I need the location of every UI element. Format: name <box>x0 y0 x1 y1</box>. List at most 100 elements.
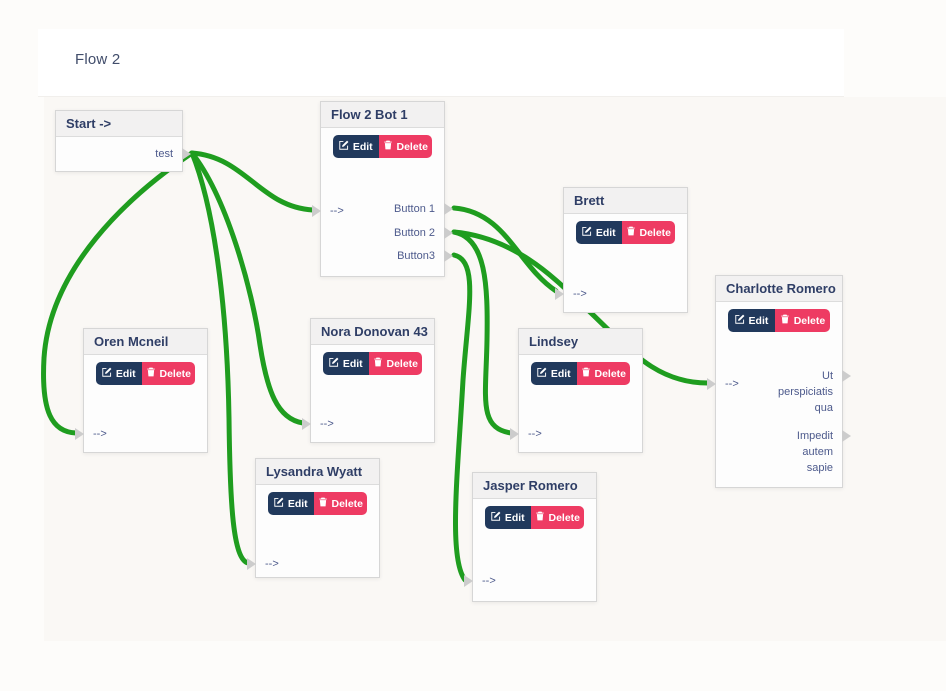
output-row: Impedit autem sapie <box>716 428 851 474</box>
trash-icon <box>581 367 591 380</box>
output-port[interactable] <box>842 430 851 442</box>
edit-button[interactable]: Edit <box>268 492 314 515</box>
node-title: Lindsey <box>519 329 642 355</box>
node-actions: Edit Delete <box>96 362 195 385</box>
trash-icon <box>146 367 156 380</box>
connection-bot1.button2-lindsey.in[interactable] <box>451 229 514 436</box>
node-title: Flow 2 Bot 1 <box>321 102 444 128</box>
edit-button[interactable]: Edit <box>323 352 369 375</box>
delete-button[interactable]: Delete <box>368 352 422 375</box>
delete-button[interactable]: Delete <box>313 492 367 515</box>
pencil-square-icon <box>734 314 745 327</box>
node-title: Lysandra Wyatt <box>256 459 379 485</box>
pencil-square-icon <box>274 497 284 510</box>
pencil-square-icon <box>491 511 501 524</box>
node-title: Oren Mcneil <box>84 329 207 355</box>
edit-button-label: Edit <box>504 511 525 524</box>
edit-button-label: Edit <box>287 497 308 510</box>
pencil-square-icon <box>102 367 112 380</box>
output-row: Ut perspiciatis qua <box>716 368 851 414</box>
output-label: Button 1 <box>394 203 435 215</box>
edit-button[interactable]: Edit <box>333 135 379 158</box>
input-row: --> <box>464 573 596 589</box>
delete-button[interactable]: Delete <box>530 506 584 529</box>
delete-button[interactable]: Delete <box>576 362 630 385</box>
node-bot1[interactable]: Flow 2 Bot 1 Edit Delete -->Button 1 Button … <box>312 101 453 277</box>
edit-button-label: Edit <box>352 140 373 153</box>
input-port[interactable] <box>75 428 84 440</box>
edit-button-label: Edit <box>595 226 616 239</box>
output-port[interactable] <box>182 148 191 160</box>
input-port[interactable] <box>510 428 519 440</box>
node-actions: Edit Delete <box>485 506 584 529</box>
output-port[interactable] <box>444 227 453 239</box>
delete-button-label: Delete <box>639 226 672 239</box>
output-port[interactable] <box>444 250 453 262</box>
edit-button[interactable]: Edit <box>576 221 622 244</box>
input-label: --> <box>265 558 279 570</box>
input-label: --> <box>725 378 739 390</box>
connection-start.test-nora.in[interactable] <box>189 150 306 426</box>
delete-button-label: Delete <box>396 140 429 153</box>
input-row: --> <box>75 426 207 442</box>
node-start[interactable]: Start ->test <box>55 110 191 172</box>
delete-button[interactable]: Delete <box>141 362 195 385</box>
output-label: Button 2 <box>394 227 435 239</box>
output-row: Button 1 <box>321 201 453 217</box>
edit-button[interactable]: Edit <box>531 362 577 385</box>
pencil-square-icon <box>582 226 592 239</box>
input-port[interactable] <box>302 418 311 430</box>
node-actions: Edit Delete <box>323 352 422 375</box>
input-port[interactable] <box>312 205 321 217</box>
connection-start.test-lysandra.in[interactable] <box>189 150 251 566</box>
node-title: Charlotte Romero <box>716 276 842 302</box>
connection-bot1.button1-brett.in[interactable] <box>451 205 559 294</box>
output-label: test <box>155 148 173 160</box>
output-row: test <box>56 146 191 162</box>
delete-button-label: Delete <box>594 367 627 380</box>
delete-button-label: Delete <box>331 497 364 510</box>
connection-start.test-oren.in[interactable] <box>41 150 195 436</box>
delete-button-label: Delete <box>386 357 419 370</box>
edit-button-label: Edit <box>115 367 136 380</box>
node-actions: Edit Delete <box>268 492 367 515</box>
delete-button[interactable]: Delete <box>774 309 830 332</box>
input-port[interactable] <box>707 378 716 390</box>
delete-button[interactable]: Delete <box>378 135 432 158</box>
delete-button-label: Delete <box>548 511 581 524</box>
edit-button[interactable]: Edit <box>728 309 775 332</box>
input-port[interactable] <box>555 288 564 300</box>
pencil-square-icon <box>339 140 349 153</box>
edit-button[interactable]: Edit <box>96 362 142 385</box>
node-title: Nora Donovan 43 <box>311 319 434 345</box>
output-port[interactable] <box>444 203 453 215</box>
node-nora[interactable]: Nora Donovan 43 Edit Delete --> <box>302 318 435 443</box>
input-port[interactable] <box>247 558 256 570</box>
connection-start.test-bot1.in[interactable] <box>189 150 316 213</box>
input-row: --> <box>312 203 444 219</box>
edit-button-label: Edit <box>748 314 769 327</box>
output-row: Button3 <box>321 248 453 264</box>
input-port[interactable] <box>464 575 473 587</box>
connection-bot1.button3-jasper.in[interactable] <box>451 252 473 583</box>
node-actions: Edit Delete <box>531 362 630 385</box>
output-port[interactable] <box>842 370 851 382</box>
input-row: --> <box>707 376 842 392</box>
flow-title: Flow 2 <box>75 51 121 68</box>
edit-button[interactable]: Edit <box>485 506 531 529</box>
node-actions: Edit Delete <box>728 309 830 332</box>
node-actions: Edit Delete <box>576 221 675 244</box>
trash-icon <box>535 511 545 524</box>
input-row: --> <box>247 556 379 572</box>
delete-button[interactable]: Delete <box>621 221 675 244</box>
trash-icon <box>373 357 383 370</box>
input-row: --> <box>302 416 434 432</box>
trash-icon <box>318 497 328 510</box>
